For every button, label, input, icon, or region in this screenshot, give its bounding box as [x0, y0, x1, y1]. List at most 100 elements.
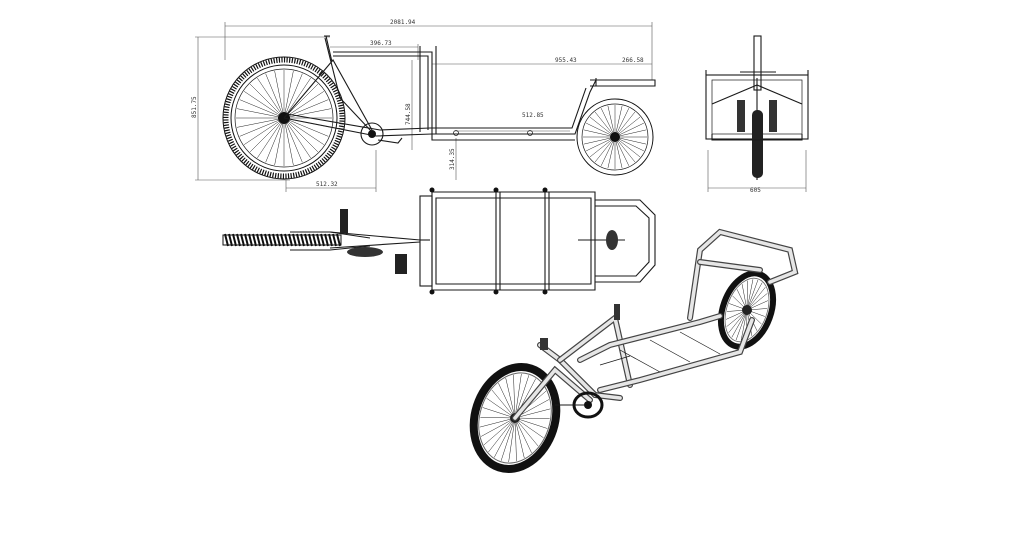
spoke: [265, 73, 285, 119]
spoke: [283, 73, 303, 119]
spoke: [283, 91, 325, 119]
dim-rear-frame: 396.73: [370, 40, 392, 47]
spoke: [589, 136, 616, 158]
spoke: [480, 417, 516, 419]
spoke: [514, 417, 525, 459]
dim-cargo-length: 955.43: [555, 57, 577, 64]
spoke: [486, 398, 516, 419]
spoke: [614, 111, 636, 138]
spoke: [514, 417, 550, 419]
spoke: [614, 136, 644, 152]
spoke: [740, 309, 748, 341]
spoke: [514, 373, 522, 419]
dim-width: 605: [750, 187, 761, 194]
spoke: [283, 77, 311, 119]
spoke: [283, 117, 294, 166]
spoke: [614, 136, 641, 158]
spoke: [514, 408, 551, 419]
spoke: [508, 417, 516, 463]
spoke: [614, 116, 641, 138]
spoke: [586, 136, 616, 152]
spoke: [257, 77, 285, 119]
spoke: [600, 108, 616, 138]
spoke: [589, 116, 616, 138]
spoke: [283, 117, 303, 163]
spoke: [614, 122, 644, 138]
dim-mid-height: 744.58: [405, 103, 412, 125]
spoke: [249, 117, 285, 153]
top-rear-wheel: [222, 233, 342, 247]
front-frame: [705, 35, 809, 180]
side-view: 2081.94 396.73 955.43 266.58 851.75 744.…: [191, 19, 656, 192]
spoke: [491, 389, 516, 419]
dim-overall-height: 851.75: [191, 96, 198, 118]
side-frame: [283, 35, 656, 146]
spoke: [249, 83, 285, 119]
spoke: [746, 279, 759, 311]
spoke: [731, 309, 748, 338]
side-view-dimensions: 2081.94 396.73 955.43 266.58 851.75 744.…: [191, 19, 653, 192]
spoke: [746, 282, 763, 311]
spoke: [483, 417, 516, 446]
spoke: [283, 117, 311, 159]
spoke: [283, 117, 329, 137]
spoke: [586, 122, 616, 138]
dim-rear-offset: 512.32: [316, 181, 338, 188]
front-view: 605: [705, 35, 809, 194]
spoke: [594, 111, 616, 138]
spoke: [514, 417, 532, 454]
spoke: [239, 99, 285, 119]
spoke: [236, 117, 285, 128]
spoke: [243, 91, 285, 119]
spoke: [583, 129, 616, 138]
spoke: [514, 417, 548, 429]
spoke: [614, 136, 623, 169]
spoke: [513, 374, 516, 419]
spoke: [274, 70, 285, 119]
spoke: [283, 117, 325, 145]
spoke: [614, 105, 623, 138]
spoke: [614, 129, 647, 138]
spoke: [614, 136, 647, 145]
spoke: [488, 417, 516, 453]
isometric-view: [469, 228, 799, 473]
spoke: [239, 117, 285, 137]
spoke: [480, 417, 516, 437]
spoke: [236, 108, 285, 119]
spoke: [257, 117, 285, 159]
side-front-wheel: [576, 98, 654, 176]
dim-front-section: 266.58: [622, 57, 644, 64]
spoke: [283, 108, 332, 119]
spoke: [614, 108, 630, 138]
spoke: [614, 136, 636, 163]
spoke: [283, 83, 319, 119]
spoke: [607, 136, 616, 169]
spoke: [600, 136, 616, 166]
iso-front-wheel: [717, 270, 777, 350]
spoke: [482, 407, 516, 419]
spoke: [607, 105, 616, 138]
spoke: [514, 417, 517, 462]
side-rear-wheel: [222, 56, 346, 180]
spoke: [746, 279, 754, 311]
spoke: [735, 309, 748, 341]
spoke: [283, 70, 294, 119]
spoke: [274, 117, 285, 166]
front-view-dimensions: 605: [707, 150, 807, 194]
spoke: [265, 117, 285, 163]
top-view: [222, 187, 656, 295]
spoke: [498, 382, 516, 419]
dim-platform-height: 512.85: [522, 112, 544, 119]
spoke: [500, 417, 516, 461]
spoke: [514, 417, 539, 447]
iso-frame: [512, 228, 799, 421]
spoke: [583, 136, 616, 145]
dim-bottom-bracket: 314.35: [449, 148, 456, 170]
spoke: [283, 117, 319, 153]
spoke: [494, 417, 516, 458]
dim-overall-length: 2081.94: [390, 19, 416, 26]
spoke: [594, 136, 616, 163]
spoke: [243, 117, 285, 145]
spoke: [479, 417, 516, 428]
